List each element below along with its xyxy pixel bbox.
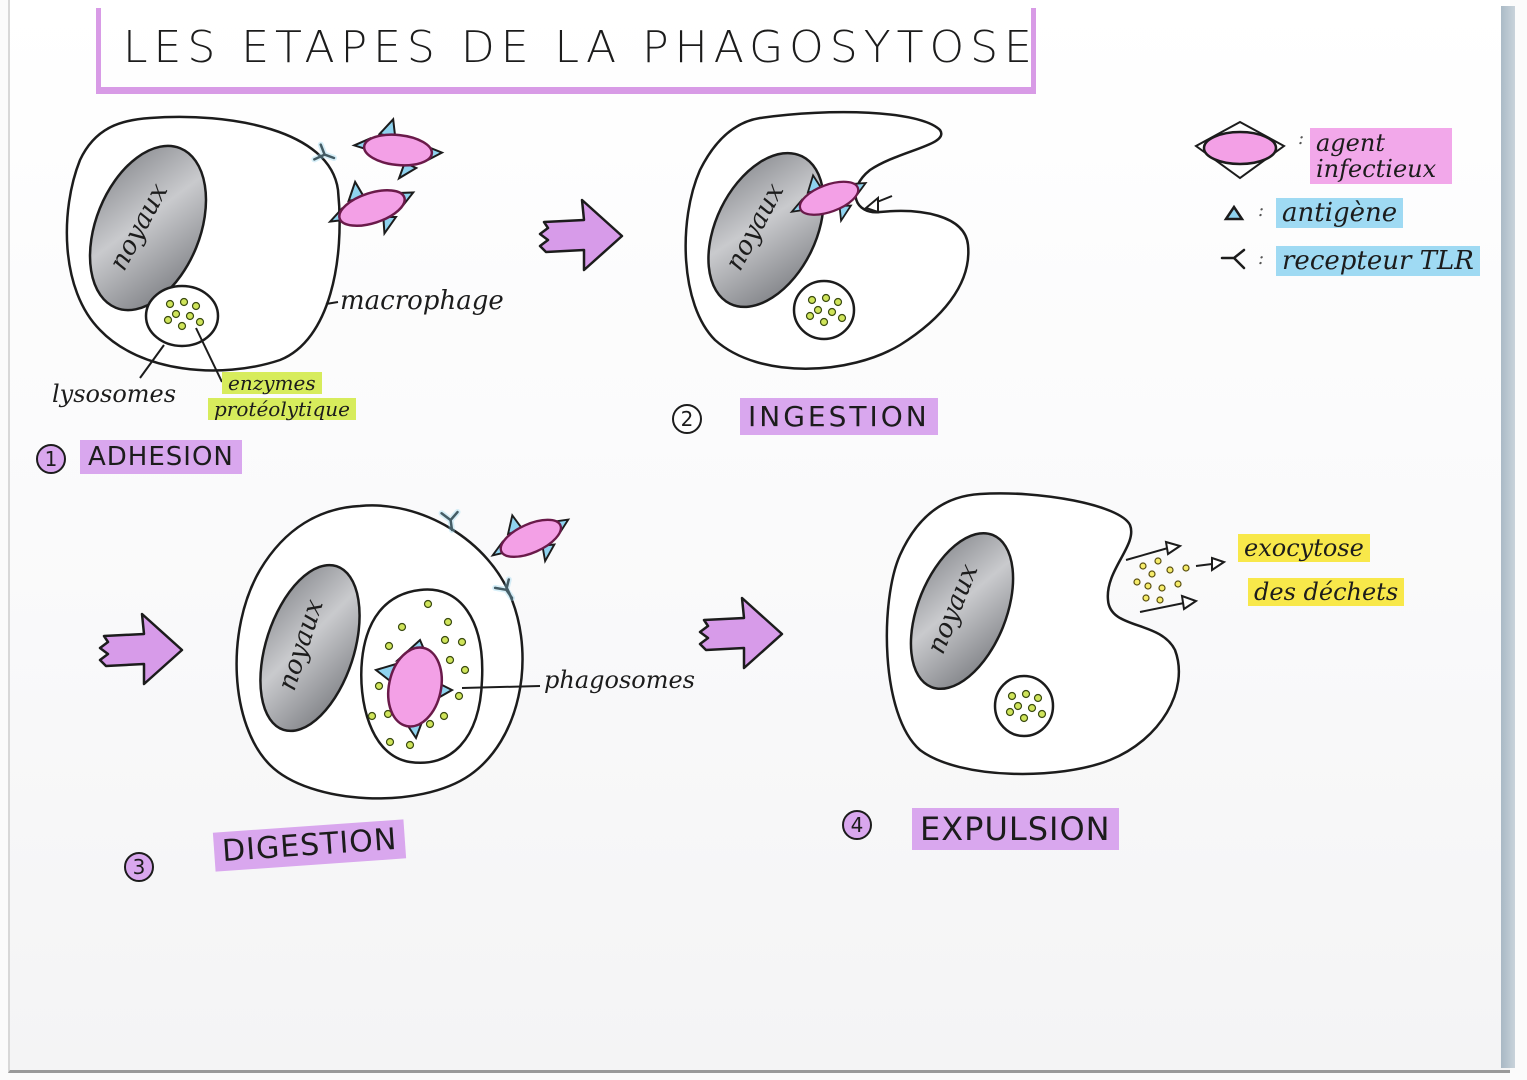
legend-agent-label-line2: infectieux — [1316, 155, 1437, 183]
stage-title-ingestion: INGESTION — [740, 398, 938, 435]
tlr-receptor-icon — [1220, 248, 1246, 270]
legend-agent-label-line1: agent — [1316, 129, 1385, 157]
legend-separator: : — [1298, 128, 1305, 149]
nucleus-icon — [259, 563, 361, 733]
lysosome-label: lysosomes — [52, 380, 177, 408]
stage-number-badge: 2 — [672, 404, 702, 434]
legend-separator: : — [1258, 248, 1265, 269]
ruler-edge — [1501, 6, 1515, 1068]
legend-antigen-label: antigène — [1276, 198, 1404, 228]
lysosome-icon — [993, 674, 1055, 738]
stage-title-expulsion: EXPULSION — [912, 808, 1119, 850]
enzymes-label-line2: protéolytique — [208, 398, 356, 420]
stage-2-ingestion-cell — [684, 110, 970, 370]
arrow-right-icon — [98, 612, 184, 686]
infectious-agent-icon — [1194, 120, 1286, 180]
exocytose-label-line1: exocytose — [1238, 534, 1370, 562]
infectious-agent-icon — [479, 494, 582, 581]
stage-number-badge: 1 — [36, 444, 66, 474]
nucleus-icon — [88, 144, 208, 312]
stage-1-adhesion-cell — [65, 114, 447, 383]
legend-icons — [1194, 120, 1286, 270]
phagosome-label: phagosomes — [544, 666, 695, 694]
legend-agent-label: agent infectieux — [1310, 128, 1452, 184]
nucleus-icon — [909, 531, 1015, 691]
nucleus-icon — [707, 151, 825, 309]
infectious-agent-icon — [350, 114, 447, 184]
lysosome-icon — [792, 279, 856, 341]
title-frame: LES ETAPES DE LA PHAGOSYTOSE — [96, 8, 1036, 94]
antigen-triangle-icon — [1223, 204, 1245, 221]
legend-tlr-label: recepteur TLR — [1276, 246, 1480, 276]
page-title: LES ETAPES DE LA PHAGOSYTOSE — [123, 22, 1038, 73]
stage-number-badge: 4 — [842, 810, 872, 840]
stage-3-digestion-cell — [235, 494, 582, 800]
stage-4-expulsion-cell — [885, 492, 1227, 776]
stage-title-adhesion: ADHESION — [80, 440, 242, 474]
waste-particles-icon — [1133, 557, 1190, 604]
arrow-right-icon — [698, 596, 784, 670]
arrow-right-icon — [538, 198, 624, 272]
stage-number-badge: 3 — [124, 852, 154, 882]
exocytose-label-line2: des déchets — [1248, 578, 1405, 606]
infectious-agent-icon — [373, 638, 455, 741]
macrophage-label: macrophage — [340, 286, 504, 316]
lysosome-icon — [144, 284, 220, 348]
legend-separator: : — [1258, 200, 1265, 221]
enzymes-label-line1: enzymes — [222, 372, 322, 394]
